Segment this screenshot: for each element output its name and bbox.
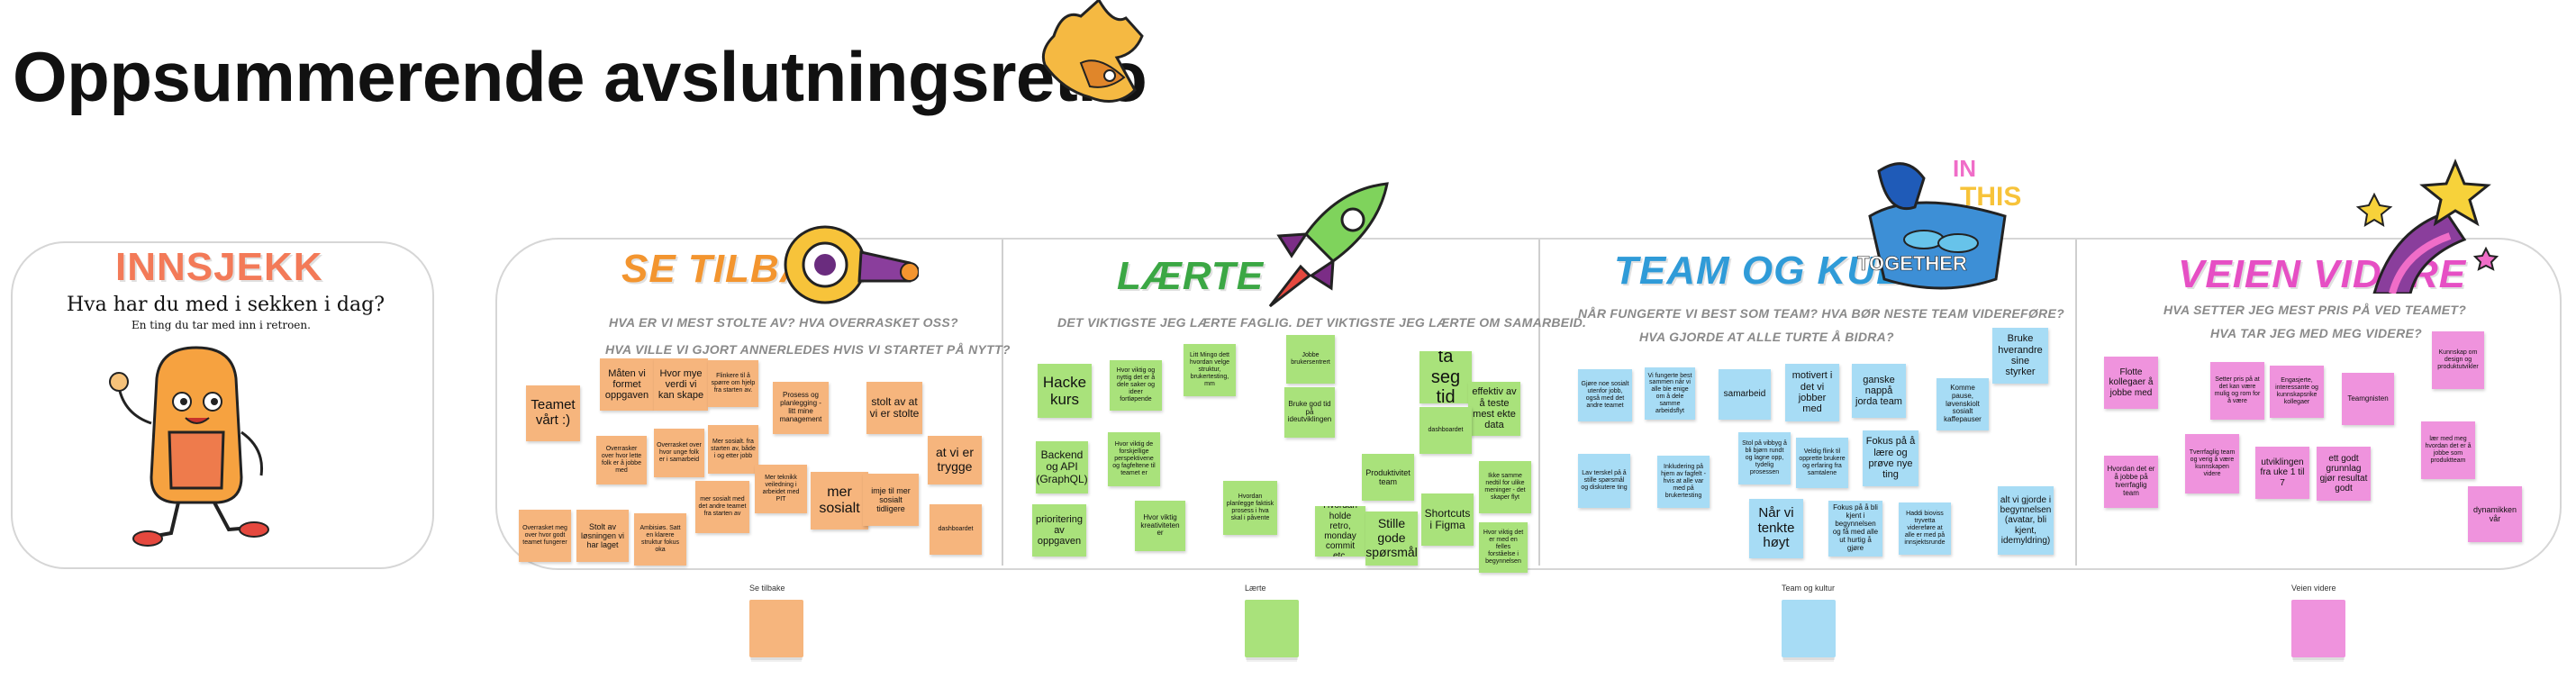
sticky-note[interactable]: stolt av at vi er stolte — [866, 382, 922, 434]
decor-text: THIS — [1960, 182, 2021, 212]
sticky-note[interactable]: Hacke kurs — [1038, 364, 1092, 418]
se-tilbake-prompt: HVA ER VI MEST STOLTE AV? HVA OVERRASKET… — [609, 315, 958, 330]
rocket-icon — [1268, 182, 1389, 308]
sticky-note-stack-blue[interactable] — [1782, 600, 1836, 657]
sticky-note[interactable]: Hvor viktig de forskjellige perspektiven… — [1108, 432, 1160, 486]
team-prompt: NÅR FUNGERTE VI BEST SOM TEAM? HVA BØR N… — [1578, 306, 2064, 321]
stack-label: Se tilbake — [749, 584, 785, 593]
sticky-note[interactable]: imje til mer sosialt tidligere — [863, 474, 919, 526]
sticky-note[interactable]: lær med meg hvordan det er å jobbe som p… — [2421, 421, 2475, 479]
sticky-note[interactable]: Overrasker over hvor lette folk er å job… — [596, 436, 647, 484]
sticky-note[interactable]: Haddi bioviss tryvetta videreføre at all… — [1899, 502, 1951, 555]
sticky-note[interactable]: Gjøre noe sosialt utenfor jobb, også med… — [1578, 369, 1632, 421]
sticky-note[interactable]: dashboardet — [1420, 407, 1472, 454]
section-divider — [1002, 240, 1003, 566]
sticky-note[interactable]: Engasjerte, interessante og kunnskapsrik… — [2270, 366, 2324, 418]
innsjekk-title: INNSJEKK — [115, 245, 323, 289]
sticky-note[interactable]: Veldig flink til opprette brukere og erf… — [1796, 438, 1848, 488]
sticky-note[interactable]: ganske nappå jorda team — [1852, 364, 1906, 418]
sticky-note[interactable]: Ikke samme nedtil for ulike meninger - d… — [1479, 461, 1531, 513]
sticky-note-stack-orange[interactable] — [749, 600, 803, 657]
sticky-note[interactable]: Prosess og planlegging - litt mine manag… — [773, 382, 829, 434]
page-title: Oppsummerende avslutningsretro — [13, 37, 1147, 116]
sticky-note[interactable]: Shortcuts i Figma — [1421, 493, 1474, 546]
sticky-note[interactable]: Flotte kollegaer å jobbe med — [2104, 357, 2158, 409]
sticky-note[interactable]: Flinkere til å spørre om hjelp fra start… — [708, 360, 758, 407]
shooting-star-icon — [2356, 158, 2499, 294]
innsjekk-question: Hva har du med i sekken i dag? — [67, 294, 385, 316]
sticky-note[interactable]: Hvor mye verdi vi kan skape — [654, 358, 708, 411]
innsjekk-subtitle: En ting du tar med inn i retroen. — [132, 319, 311, 331]
veien-videre-prompt: HVA SETTER JEG MEST PRIS PÅ VED TEAMET? — [2163, 303, 2467, 317]
team-prompt: HVA GJORDE AT ALLE TURTE Å BIDRA? — [1639, 330, 1894, 344]
sticky-note[interactable]: Hvordan holde retro, monday commit etc. — [1315, 506, 1365, 557]
sticky-note[interactable]: Teamgnisten — [2342, 373, 2394, 425]
decor-text: IN — [1953, 155, 1976, 182]
stack-label: Lærte — [1245, 584, 1266, 593]
sticky-note[interactable]: Hvor viktig kreativiteten er — [1135, 501, 1185, 551]
sticky-note[interactable]: Stille gode spørsmål — [1365, 511, 1418, 566]
sticky-note[interactable]: Stol på vibbyg å bli bjørn rundt og lagn… — [1738, 432, 1791, 484]
sticky-note[interactable]: Komme pause, løvenskiolt sosialt kaffepa… — [1937, 378, 1989, 430]
decor-text: TOGETHER — [1857, 252, 1967, 275]
sticky-note[interactable]: Inkludering på hjem av fagfelt - hvis at… — [1657, 456, 1710, 508]
sticky-note[interactable]: Lav terskel på å stille spørsmål og disk… — [1578, 454, 1630, 508]
sticky-note[interactable]: mer sosialt med det andre teamet fra sta… — [695, 481, 749, 533]
sticky-note[interactable]: samarbeid — [1719, 369, 1771, 420]
sticky-note[interactable]: Teamet vårt :) — [526, 385, 580, 441]
sticky-note[interactable]: Ambisiøs. Satt en klarere struktur fokus… — [634, 513, 686, 566]
sticky-note[interactable]: Måten vi formet oppgaven — [600, 358, 654, 411]
sticky-note[interactable]: Fokus på å bli kjent i begynnelsen og få… — [1828, 501, 1882, 557]
sticky-note[interactable]: utviklingen fra uke 1 til 7 — [2255, 447, 2309, 499]
sticky-note[interactable]: Jobbe brukersentrert — [1286, 335, 1335, 384]
sticky-note[interactable]: Kunnskap om design og produktutvikler — [2432, 331, 2484, 389]
sticky-note[interactable]: Setter pris på at det kan være mulig og … — [2210, 362, 2264, 420]
sticky-note[interactable]: dynamikken vår — [2468, 486, 2522, 542]
sticky-note[interactable]: dashboardet — [930, 504, 982, 555]
sticky-note[interactable]: Når vi tenkte høyt — [1749, 499, 1803, 558]
sticky-note[interactable]: Mer teknikk veiledning i arbeidet med PI… — [755, 465, 807, 513]
telescope-icon — [784, 225, 919, 304]
in-this-together-icon: IN THIS TOGETHER — [1857, 155, 2021, 290]
sticky-note[interactable]: motivert i det vi jobber med — [1785, 364, 1839, 421]
sticky-note[interactable]: Fokus på å lære og prøve nye ting — [1863, 430, 1918, 486]
sticky-note[interactable]: Hvor viktig det er med en felles forståe… — [1479, 522, 1528, 573]
sticky-note[interactable]: Tverrfaglig team og verig å være kunnska… — [2185, 434, 2239, 493]
sticky-note[interactable]: Overrasket meg over hvor godt teamet fun… — [519, 510, 571, 562]
sticky-note[interactable]: Hvor viktig og nyttig det er å dele sake… — [1110, 360, 1162, 411]
sticky-note[interactable]: Mer sosialt. fra starten av, både i og e… — [708, 425, 758, 474]
sticky-note[interactable]: Bruke hverandre sine styrker — [1992, 328, 2048, 384]
sticky-note[interactable]: effektiv av å teste mest ekte data — [1468, 382, 1520, 436]
laerte-title: LÆRTE — [1117, 254, 1265, 298]
sticky-note[interactable]: Overrasket over hvor unge folk er i sama… — [654, 429, 704, 477]
se-tilbake-prompt: HVA VILLE VI GJORT ANNERLEDES HVIS VI ST… — [605, 342, 1011, 357]
sticky-note[interactable]: at vi er trygge — [928, 436, 982, 484]
veien-videre-prompt: HVA TAR JEG MED MEG VIDERE? — [2210, 326, 2422, 340]
section-divider — [1538, 240, 1540, 566]
sticky-note[interactable]: Bruke god tid på ideutviklingen — [1284, 387, 1335, 438]
sticky-note[interactable]: ta seg tid — [1420, 351, 1472, 403]
sticky-note-stack-pink[interactable] — [2291, 600, 2345, 657]
sticky-note[interactable]: Produktivitet team — [1362, 454, 1414, 501]
sticky-note-stack-green[interactable] — [1245, 600, 1299, 657]
stack-label: Team og kultur — [1782, 584, 1836, 593]
sticky-note[interactable]: Hvordan det er å jobbe på tverrfaglig te… — [2104, 456, 2158, 508]
sticky-note[interactable]: prioritering av oppgaven — [1032, 504, 1086, 557]
sticky-note[interactable]: alt vi gjorde i begynnelsen (avatar, bli… — [1998, 486, 2054, 555]
sticky-note[interactable]: mer sosialt — [811, 472, 868, 530]
sticky-note[interactable]: Litt Mingo dett hvordan velge struktur, … — [1184, 344, 1236, 396]
backpack-character-icon — [109, 346, 269, 547]
sticky-note[interactable]: Backend og API (GraphQL) — [1036, 441, 1088, 493]
hat-icon — [1041, 0, 1144, 103]
laerte-prompt: DET VIKTIGSTE JEG LÆRTE FAGLIG. DET VIKT… — [1057, 315, 1587, 330]
sticky-note[interactable]: Stolt av løsningen vi har laget — [576, 510, 629, 562]
stack-label: Veien videre — [2291, 584, 2336, 593]
sticky-note[interactable]: ett godt grunnlag gjør resultat godt — [2317, 447, 2371, 501]
sticky-note[interactable]: Vi fungerte best sammen når vi alle ble … — [1645, 367, 1695, 420]
section-divider — [2075, 240, 2077, 566]
sticky-note[interactable]: Hvordan planlegge faktisk prosess i hva … — [1223, 481, 1277, 535]
